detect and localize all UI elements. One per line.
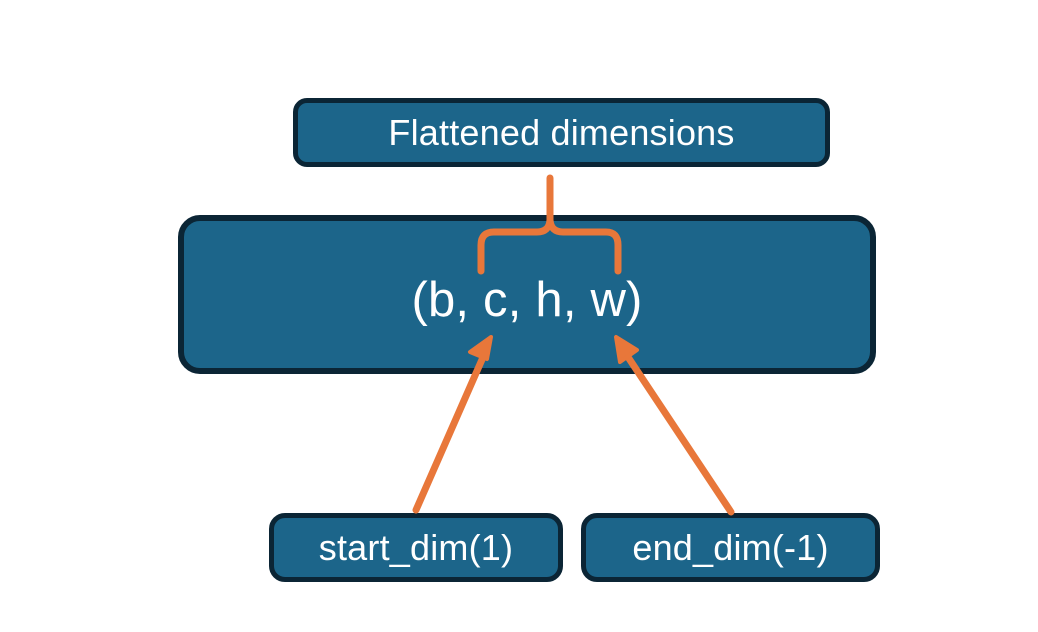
node-start-dim-label: start_dim(1): [318, 526, 514, 568]
node-flattened-dimensions-label: Flattened dimensions: [388, 111, 735, 153]
node-start-dim[interactable]: start_dim(1): [269, 513, 563, 582]
node-end-dim-label: end_dim(-1): [632, 526, 829, 568]
node-end-dim[interactable]: end_dim(-1): [581, 513, 880, 582]
node-tensor-shape[interactable]: (b, c, h, w): [178, 215, 876, 374]
node-flattened-dimensions[interactable]: Flattened dimensions: [293, 98, 830, 167]
node-tensor-shape-label: (b, c, h, w): [411, 272, 643, 327]
